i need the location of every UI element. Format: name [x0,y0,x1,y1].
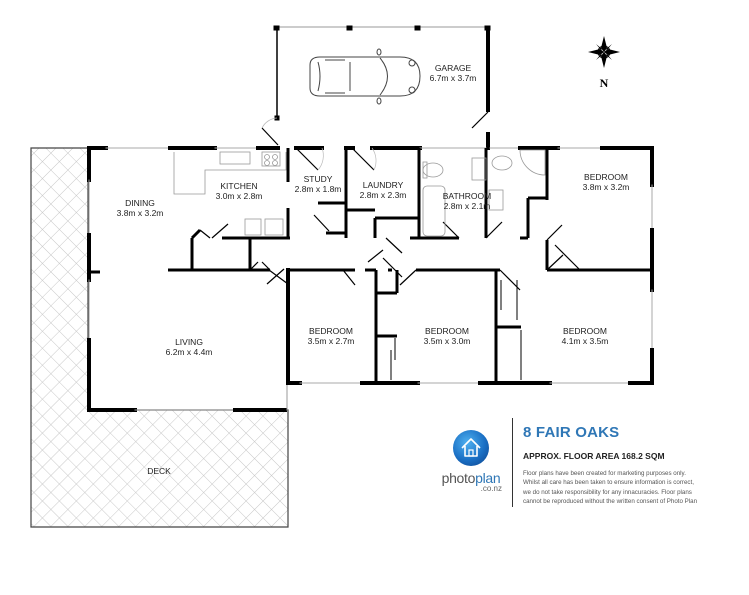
kitchen-fixtures [173,151,287,236]
door-swings [199,147,581,291]
wardrobe-doors [374,280,522,380]
bedroom-3-size: 4.1m x 3.5m [562,336,609,346]
study-label: STUDY [304,174,333,184]
compass-north-label: N [600,76,609,90]
car-icon [309,48,421,105]
disclaimer-text: Floor plans have been created for market… [523,470,698,506]
dishwasher-icon [264,218,284,236]
bathtub-icon [422,185,446,237]
compass-icon [588,36,620,68]
property-info-panel: 8 FAIR OAKS APPROX. FLOOR AREA 168.2 SQM… [512,418,723,507]
bedroom-ne-label: BEDROOM [584,172,628,182]
floor-area: APPROX. FLOOR AREA 168.2 SQM [523,451,665,461]
laundry-label: LAUNDRY [363,180,404,190]
exterior-walls [87,146,654,412]
bedroom-2-label: BEDROOM [425,326,469,336]
deck-label: DECK [147,466,171,476]
bedroom-3-label: BEDROOM [563,326,607,336]
bathroom-fixtures [422,149,546,237]
living-size: 6.2m x 4.4m [166,347,213,357]
toilet-icon [422,162,444,178]
living-label: LIVING [175,337,203,347]
bedroom-ne-size: 3.8m x 3.2m [583,182,630,192]
photoplan-logo: photoplan .co.nz [434,424,508,493]
bathroom-size: 2.8m x 2.1m [444,201,491,211]
garage-size: 6.7m x 3.7m [430,73,477,83]
logo-domain: .co.nz [480,484,502,493]
study-size: 2.8m x 1.8m [295,184,342,194]
garage-label: GARAGE [435,63,472,73]
bathroom-label: BATHROOM [443,191,491,201]
dining-size: 3.8m x 3.2m [117,208,164,218]
basin-icon [488,189,504,211]
stove-icon [261,151,281,167]
kitchen-label: KITCHEN [220,181,257,191]
interior-walls [89,148,652,383]
toilet-icon [491,155,513,171]
dining-label: DINING [125,198,155,208]
laundry-size: 2.8m x 2.3m [360,190,407,200]
property-title: 8 FAIR OAKS [523,424,620,441]
kitchen-size: 3.0m x 2.8m [216,191,263,201]
basin-icon [471,157,487,181]
logo-wordmark: photoplan [441,470,501,486]
fridge-icon [244,218,262,236]
room-labels: GARAGE 6.7m x 3.7m STUDY 2.8m x 1.8m KIT… [117,63,630,476]
bedroom-1-size: 3.5m x 2.7m [308,336,355,346]
sink-icon [219,151,251,165]
house-icon [453,430,489,466]
bedroom-1-label: BEDROOM [309,326,353,336]
bedroom-2-size: 3.5m x 3.0m [424,336,471,346]
garage [261,25,491,150]
shower-icon [519,149,546,176]
